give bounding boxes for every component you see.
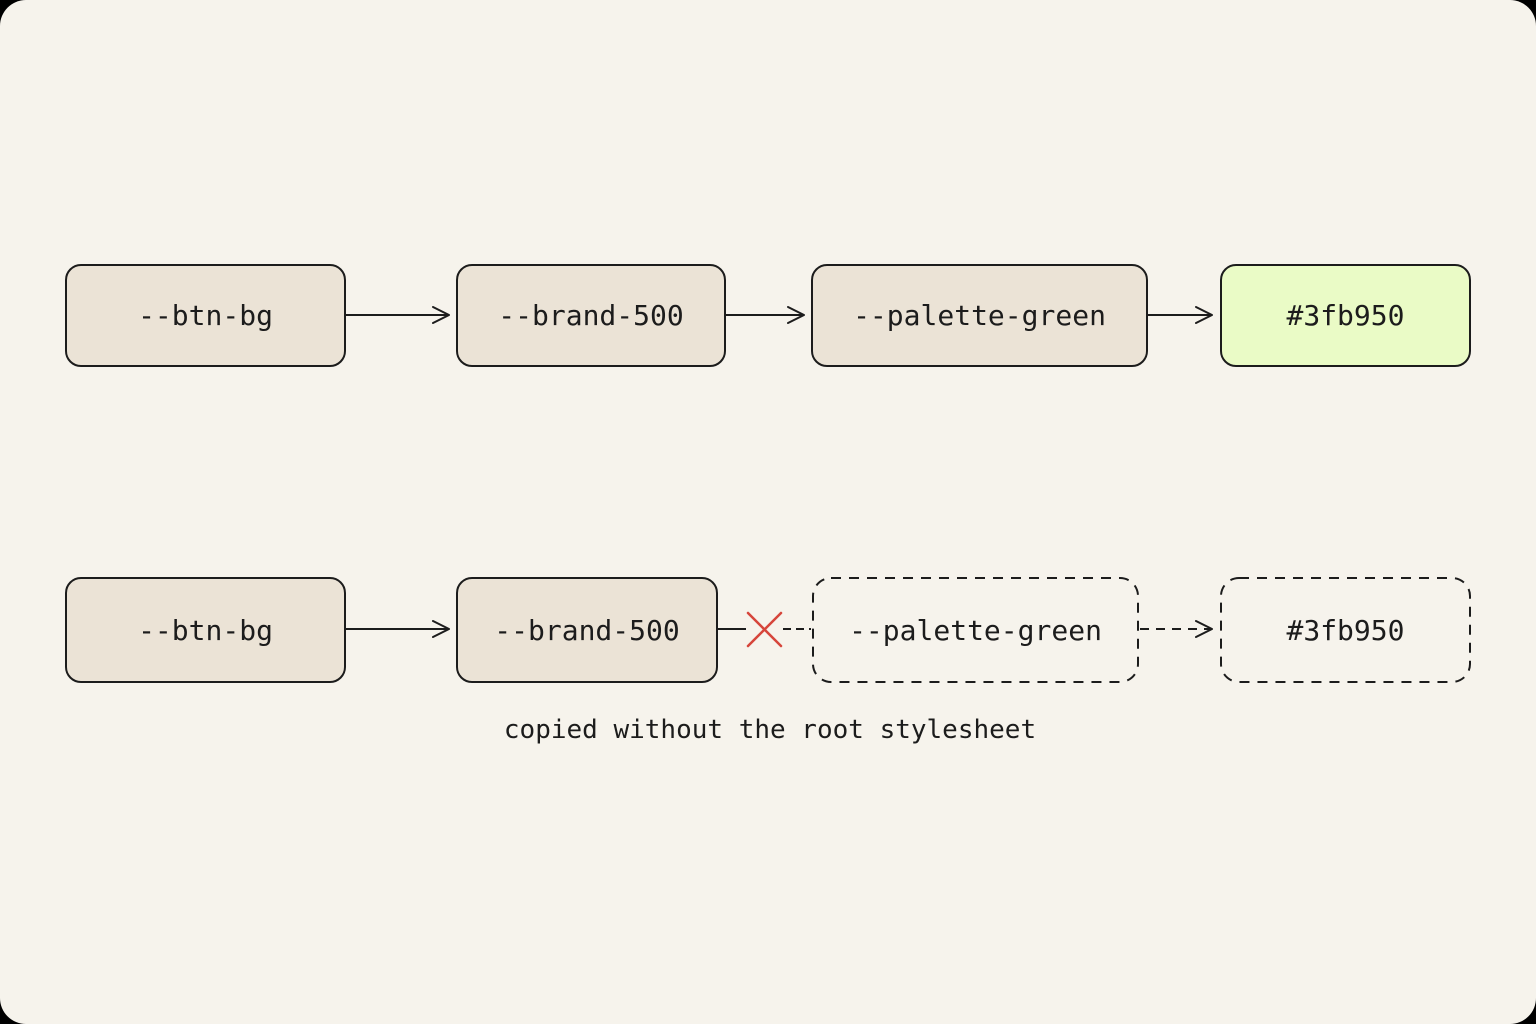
row2-node-palette-green-missing: --palette-green xyxy=(812,577,1139,683)
row2-node-btn-bg-label: --btn-bg xyxy=(138,613,273,647)
x-icon xyxy=(746,611,783,648)
row1-node-btn-bg: --btn-bg xyxy=(65,264,346,367)
row1-node-btn-bg-label: --btn-bg xyxy=(138,299,273,332)
row2-node-hex-value-label: #3fb950 xyxy=(1286,613,1405,647)
row1-node-hex-value: #3fb950 xyxy=(1220,264,1471,367)
broken-chain-caption: copied without the root stylesheet xyxy=(503,715,1037,745)
row2-node-palette-green-label: --palette-green xyxy=(849,613,1102,647)
row1-node-hex-value-label: #3fb950 xyxy=(1286,299,1405,332)
row2-node-hex-value-missing: #3fb950 xyxy=(1220,577,1471,683)
row2-node-btn-bg: --btn-bg xyxy=(65,577,346,683)
row1-node-palette-green-label: --palette-green xyxy=(853,299,1106,332)
row1-node-brand-500: --brand-500 xyxy=(456,264,726,367)
row2-palette-green-dashed-outline xyxy=(812,577,1139,683)
row2-hex-value-dashed-outline xyxy=(1220,577,1471,683)
row1-node-brand-500-label: --brand-500 xyxy=(498,299,684,332)
row2-node-brand-500-label: --brand-500 xyxy=(494,613,680,647)
row1-node-palette-green: --palette-green xyxy=(811,264,1148,367)
row2-node-brand-500: --brand-500 xyxy=(456,577,718,683)
